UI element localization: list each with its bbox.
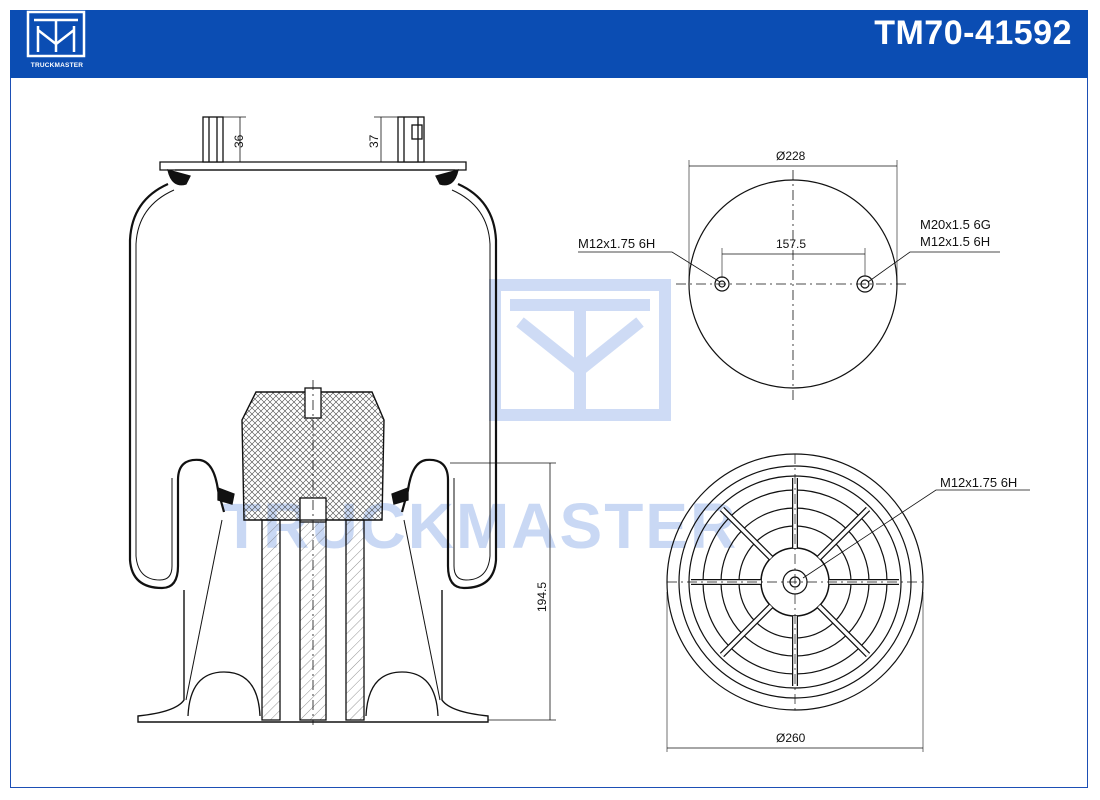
left-stud — [202, 116, 224, 163]
bolt-spacing-label: 157.5 — [776, 237, 806, 251]
top-right-thread-label-2: M12x1.5 6H — [920, 234, 990, 249]
bottom-view — [666, 453, 1030, 752]
watermark-logo-icon — [489, 279, 671, 421]
side-view — [128, 116, 556, 725]
drawing-frame — [10, 10, 1088, 788]
logo-mark-icon — [26, 10, 86, 58]
top-view — [578, 160, 1000, 400]
bottom-diameter-label: Ø260 — [776, 731, 806, 745]
top-right-thread-label-1: M20x1.5 6G — [920, 217, 991, 232]
truckmaster-logo: TRUCKMASTER — [22, 8, 92, 74]
part-number: TM70-41592 — [874, 14, 1072, 52]
logo-wordmark: TRUCKMASTER — [30, 62, 84, 69]
top-left-thread-label: M12x1.75 6H — [578, 236, 655, 251]
stud-left-height-label: 36 — [232, 134, 246, 148]
title-bar — [10, 10, 1088, 78]
stud-right-height-label: 37 — [367, 134, 381, 148]
overall-height-label: 194.5 — [535, 582, 549, 612]
bottom-thread-label: M12x1.75 6H — [940, 475, 1017, 490]
top-diameter-label: Ø228 — [776, 149, 806, 163]
